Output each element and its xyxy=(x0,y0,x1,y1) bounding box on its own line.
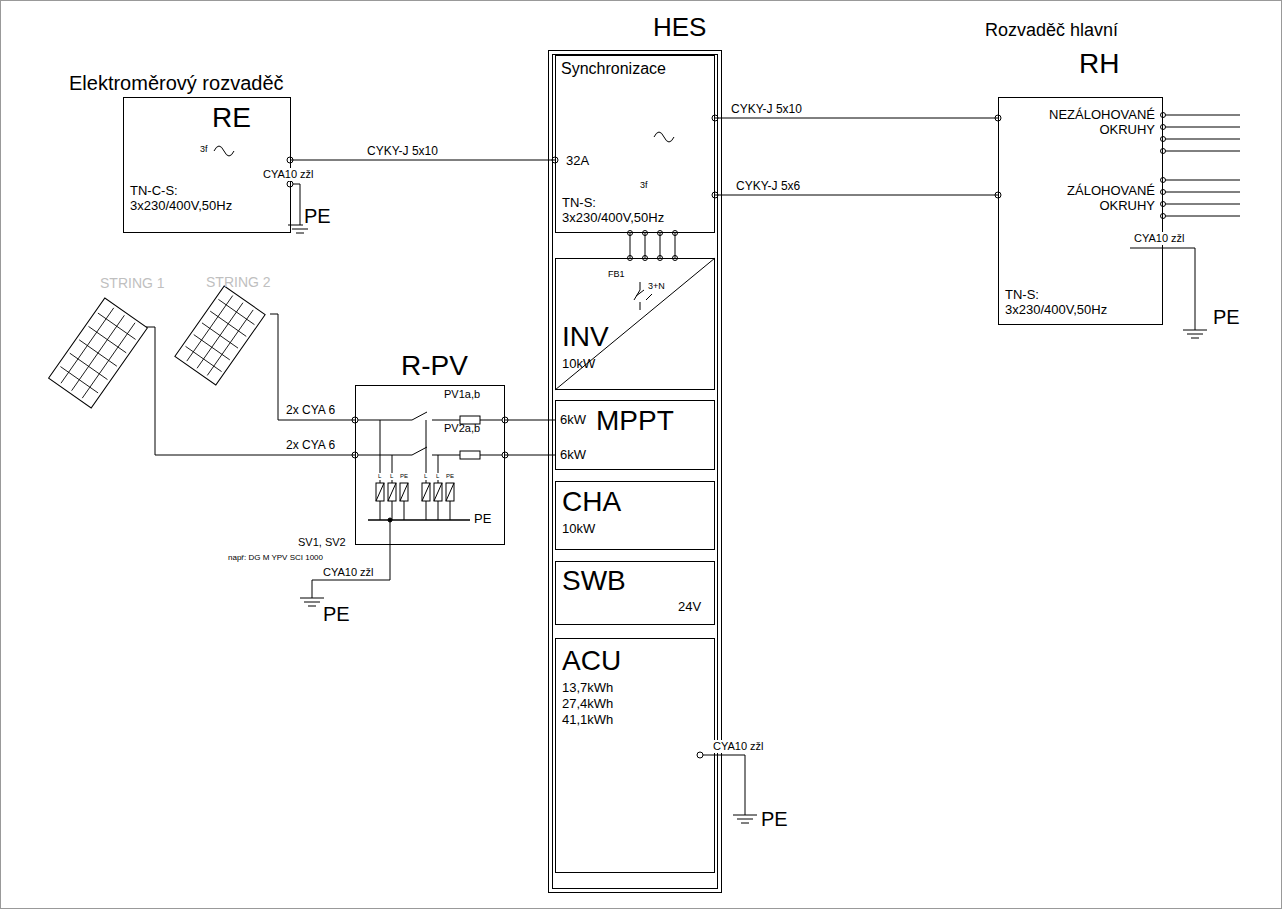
switchboard-box: 6kW MPPT 6kW xyxy=(555,400,715,470)
wire-label: CYA10 zžl xyxy=(1133,232,1186,245)
node-text: 41,1kWh xyxy=(562,713,613,728)
node-text: např: DG M YPV SCI 1000 xyxy=(228,553,323,562)
wire-label: PE xyxy=(1212,306,1241,329)
cable-label: CYKY-J 5x10 xyxy=(366,145,439,159)
node-text: 6kW xyxy=(560,448,586,463)
node-text: Elektroměrový rozvaděč xyxy=(69,72,284,95)
switchboard-box: CHA 10kW xyxy=(555,481,715,550)
wire-label: PE xyxy=(399,473,409,480)
node-text: PV1a,b xyxy=(444,388,480,401)
node-text: 3f xyxy=(640,180,648,190)
node-text: 32A xyxy=(566,154,589,169)
wire-label: CYA10 zžl xyxy=(262,168,315,181)
node-text: TN-S: 3x230/400V,50Hz xyxy=(1005,288,1125,318)
pv-panel: STRING 1 xyxy=(48,297,148,409)
wire-label: L xyxy=(423,473,428,480)
node-text: ZÁLOHOVANÉ OKRUHY xyxy=(1043,184,1155,214)
cable-line xyxy=(291,160,555,161)
fuse-symbol xyxy=(460,451,480,459)
wire-label: PE xyxy=(445,473,455,480)
node-text: TN-C-S: 3x230/400V,50Hz xyxy=(130,184,250,214)
switchboard-box: Synchronizace 32A 3fTN-S: 3x230/400V,50Hz xyxy=(555,55,715,233)
cable-line xyxy=(630,233,675,258)
cable-label: CYKY-J 5x6 xyxy=(735,180,801,194)
node-text: HES xyxy=(653,13,706,43)
node-text: STRING 1 xyxy=(100,275,165,291)
pe-bus xyxy=(368,519,470,521)
terminal xyxy=(287,181,293,187)
ground-symbol xyxy=(300,598,324,606)
node-text: TN-S: 3x230/400V,50Hz xyxy=(562,196,682,226)
node-text: SWB xyxy=(562,565,626,597)
cable-label: CYKY-J 5x10 xyxy=(730,103,803,117)
switchboard-box: ACU 13,7kWh27,4kWh41,1kWh xyxy=(555,638,715,873)
node-text: 24V xyxy=(678,600,701,615)
node-text: Synchronizace xyxy=(561,60,666,78)
wire-label: PE xyxy=(760,808,789,831)
node-text: INV xyxy=(562,321,609,353)
surge-arrester xyxy=(376,483,454,520)
wire-label: CYA10 zžl xyxy=(712,740,765,753)
switchboard-box: HESSynchronizace32A3fTN-S: 3x230/400V,50… xyxy=(548,50,722,893)
node-text: CHA xyxy=(562,486,621,518)
panel-outline xyxy=(166,288,274,383)
ground-wire xyxy=(703,755,745,815)
node-text: 10kW xyxy=(562,522,595,537)
ground-symbol xyxy=(1183,330,1207,338)
node-text: SV1, SV2 xyxy=(298,536,346,549)
node-text: MPPT xyxy=(596,405,674,437)
switchboard-box: Elektroměrový rozvaděčRE3fTN-C-S: 3x230/… xyxy=(123,97,291,233)
wire-label: L xyxy=(377,473,382,480)
sine-symbol xyxy=(654,132,674,142)
wire-label: L xyxy=(435,473,440,480)
cable-line xyxy=(715,195,998,196)
pv-panel: STRING 2 xyxy=(166,288,274,383)
cable-line xyxy=(715,118,998,119)
node-text: STRING 2 xyxy=(206,274,271,290)
node-text: RH xyxy=(1079,48,1119,80)
panel-outline xyxy=(48,297,148,409)
node-text: Rozvaděč hlavní xyxy=(985,20,1118,41)
node-text: ACU xyxy=(562,645,621,677)
node-text: PV2a,b xyxy=(444,422,480,435)
ground-wire xyxy=(312,520,390,598)
node-text: 3f xyxy=(200,144,208,154)
switchboard-box: SWB 24V xyxy=(555,561,715,625)
wire-label: PE xyxy=(473,512,492,527)
inverter-diagonal xyxy=(555,258,715,390)
node-text: RE xyxy=(212,102,251,134)
wire-label: CYA10 zžl xyxy=(322,566,375,579)
wire-label: L xyxy=(389,473,394,480)
spd-feed xyxy=(380,420,438,483)
switchboard-box: Rozvaděč hlavníRHNEZÁLOHOVANÉ OKRUHYZÁLO… xyxy=(998,97,1163,325)
node-text: R-PV xyxy=(401,350,468,382)
switchboard-box: FB1 3+N INV 10kW xyxy=(555,258,715,390)
wire-label: PE xyxy=(303,205,332,228)
output-circuits xyxy=(1163,115,1240,216)
cable-line xyxy=(270,314,355,420)
cable-label: 2x CYA 6 xyxy=(285,439,336,453)
wire-label: PE xyxy=(322,603,351,626)
node-text: 3+N xyxy=(648,281,665,291)
ground-symbol xyxy=(733,815,757,823)
node-text: 10kW xyxy=(562,357,595,372)
node-text: 27,4kWh xyxy=(562,697,613,712)
node-text: 13,7kWh xyxy=(562,681,613,696)
node-text: 6kW xyxy=(560,413,586,428)
node-text: NEZÁLOHOVANÉ OKRUHY xyxy=(1043,108,1155,138)
cable-line xyxy=(146,327,355,455)
cable-label: 2x CYA 6 xyxy=(285,404,336,418)
node-text: FB1 xyxy=(608,269,625,279)
sine-symbol xyxy=(214,146,234,156)
ground-wire xyxy=(293,184,300,225)
